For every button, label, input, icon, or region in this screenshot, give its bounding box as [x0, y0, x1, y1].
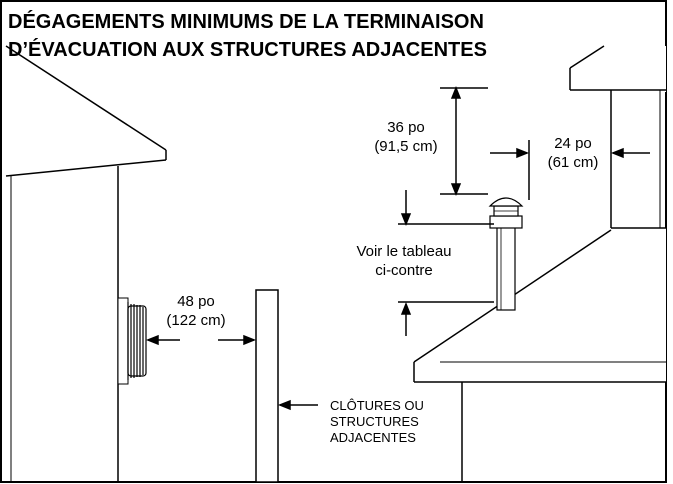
fence-label-line-1: CLÔTURES OU — [330, 398, 424, 413]
see-table-line-1: Voir le tableau — [356, 243, 452, 260]
diagram-title-line-2: D’ÉVACUATION AUX STRUCTURES ADJACENTES — [8, 39, 487, 61]
side-clearance-arrows — [145, 334, 257, 346]
diagram-title-line-1: DÉGAGEMENTS MINIMUMS DE LA TERMINAISON — [8, 11, 484, 33]
wall-clearance-dimension — [490, 140, 650, 200]
wall-clearance-imperial: 24 po — [554, 135, 592, 152]
vertical-clearance-metric: (91,5 cm) — [374, 138, 438, 155]
right-lower-roof — [414, 228, 666, 382]
fence-label: CLÔTURES OU STRUCTURES ADJACENTES — [330, 398, 424, 446]
left-roof-top-edge — [5, 45, 167, 151]
fence-post — [255, 289, 279, 483]
see-table-dimension — [398, 190, 494, 336]
side-clearance-label: 48 po (122 cm) — [148, 292, 244, 330]
left-roof-underside — [5, 159, 167, 177]
side-clearance-metric: (122 cm) — [166, 312, 226, 329]
right-upper-roof-edge — [569, 45, 605, 69]
right-upper-roof — [570, 46, 666, 92]
see-table-line-2: ci-contre — [375, 262, 433, 279]
wall-clearance-metric: (61 cm) — [547, 154, 599, 171]
left-house-roof — [6, 42, 166, 176]
vertical-clearance-label: 36 po (91,5 cm) — [360, 118, 452, 156]
vertical-clearance-dimension — [440, 85, 488, 197]
horizontal-vent-terminal — [117, 297, 147, 385]
fence-pointer-arrow — [277, 399, 318, 411]
vertical-vent-terminal — [488, 197, 524, 311]
wall-clearance-label: 24 po (61 cm) — [534, 134, 612, 172]
see-table-label: Voir le tableau ci-contre — [330, 242, 478, 280]
vertical-clearance-imperial: 36 po — [387, 119, 425, 136]
side-clearance-imperial: 48 po — [177, 293, 215, 310]
fence-label-line-2: STRUCTURES — [330, 414, 419, 429]
fence-label-line-3: ADJACENTES — [330, 430, 416, 445]
